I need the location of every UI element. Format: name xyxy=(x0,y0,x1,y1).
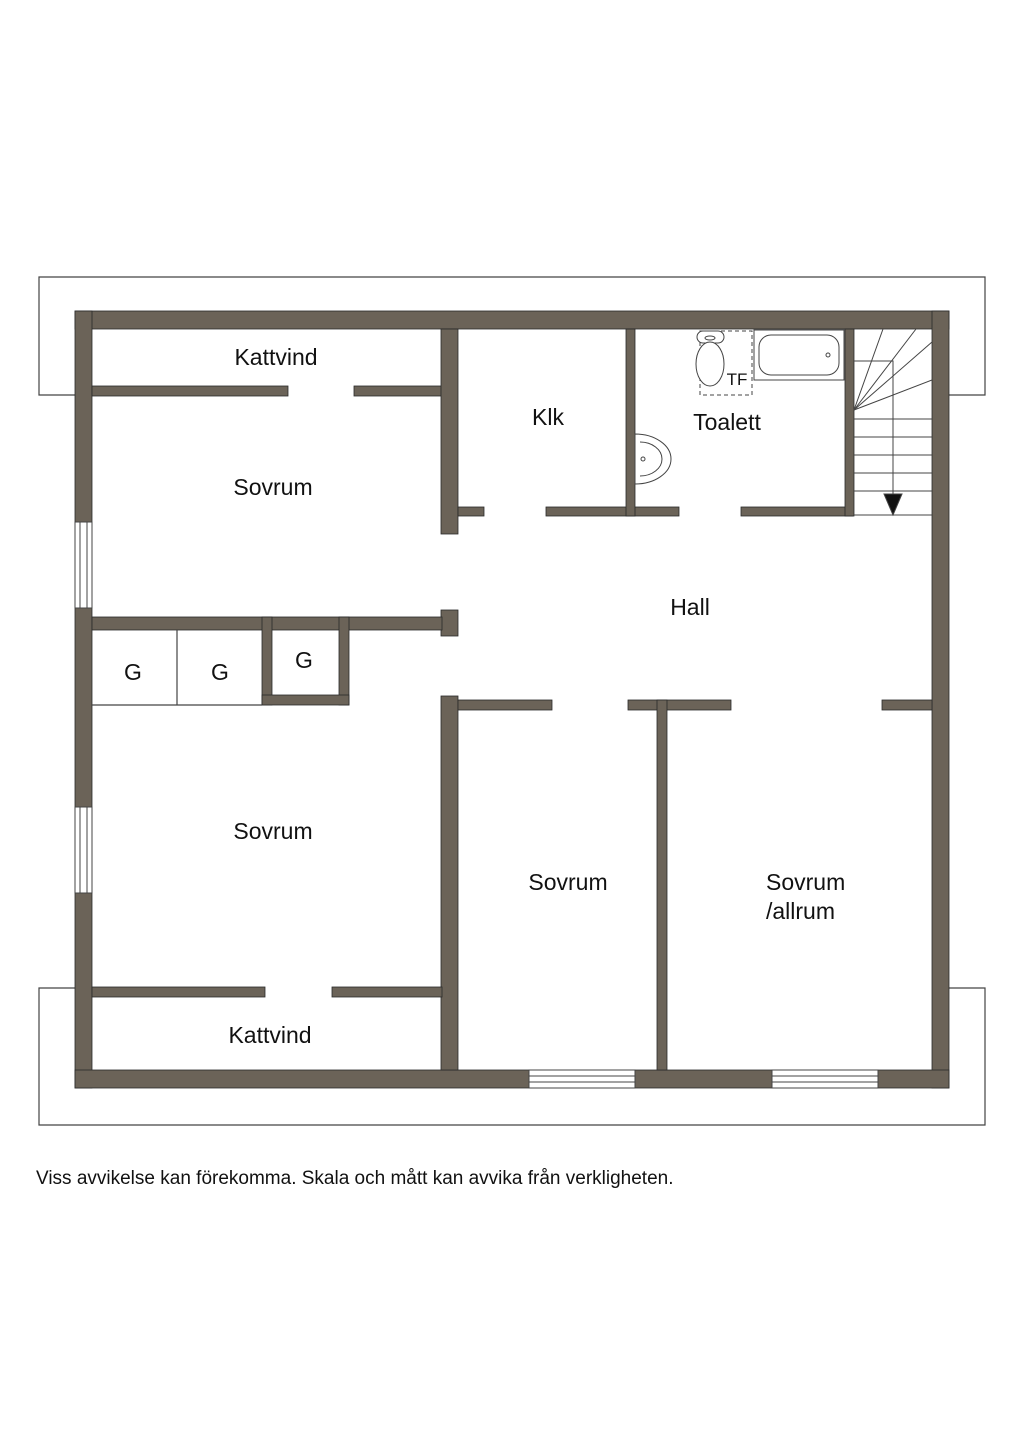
room-label-allrum: /allrum xyxy=(766,898,835,924)
window-icon xyxy=(528,1069,636,1089)
room-label-kattvind-top: Kattvind xyxy=(234,344,317,370)
sink-icon xyxy=(634,433,672,485)
window-icon xyxy=(771,1069,879,1089)
bathtub-icon xyxy=(753,329,845,381)
room-labels: Kattvind Sovrum Klk Toalett TF Hall G G … xyxy=(124,344,845,1048)
room-label-sovrum-top: Sovrum xyxy=(233,474,312,500)
room-label-hall: Hall xyxy=(670,594,710,620)
room-label-g2: G xyxy=(211,659,229,685)
disclaimer-text: Viss avvikelse kan förekomma. Skala och … xyxy=(36,1168,674,1189)
staircase-icon xyxy=(853,328,933,517)
room-label-klk: Klk xyxy=(532,404,564,430)
room-label-sovrum-left: Sovrum xyxy=(233,818,312,844)
room-label-toalett: Toalett xyxy=(693,409,761,435)
exterior-wall-top xyxy=(74,310,950,330)
room-label-tf: TF xyxy=(727,370,748,389)
window-icon xyxy=(74,521,93,609)
roof-outline xyxy=(38,276,986,1126)
window-icon xyxy=(74,806,93,894)
toilet-icon xyxy=(695,330,753,396)
closet-partitions xyxy=(92,630,262,706)
walls xyxy=(74,310,950,1089)
room-label-sovrum-right: Sovrum xyxy=(766,869,845,895)
room-label-sovrum-mid: Sovrum xyxy=(528,869,607,895)
exterior-wall-left xyxy=(74,310,93,1089)
exterior-wall-right xyxy=(931,310,950,1089)
room-label-kattvind-bottom: Kattvind xyxy=(228,1022,311,1048)
exterior-wall-bottom xyxy=(74,1069,950,1089)
room-label-g1: G xyxy=(124,659,142,685)
room-label-g3: G xyxy=(295,647,313,673)
